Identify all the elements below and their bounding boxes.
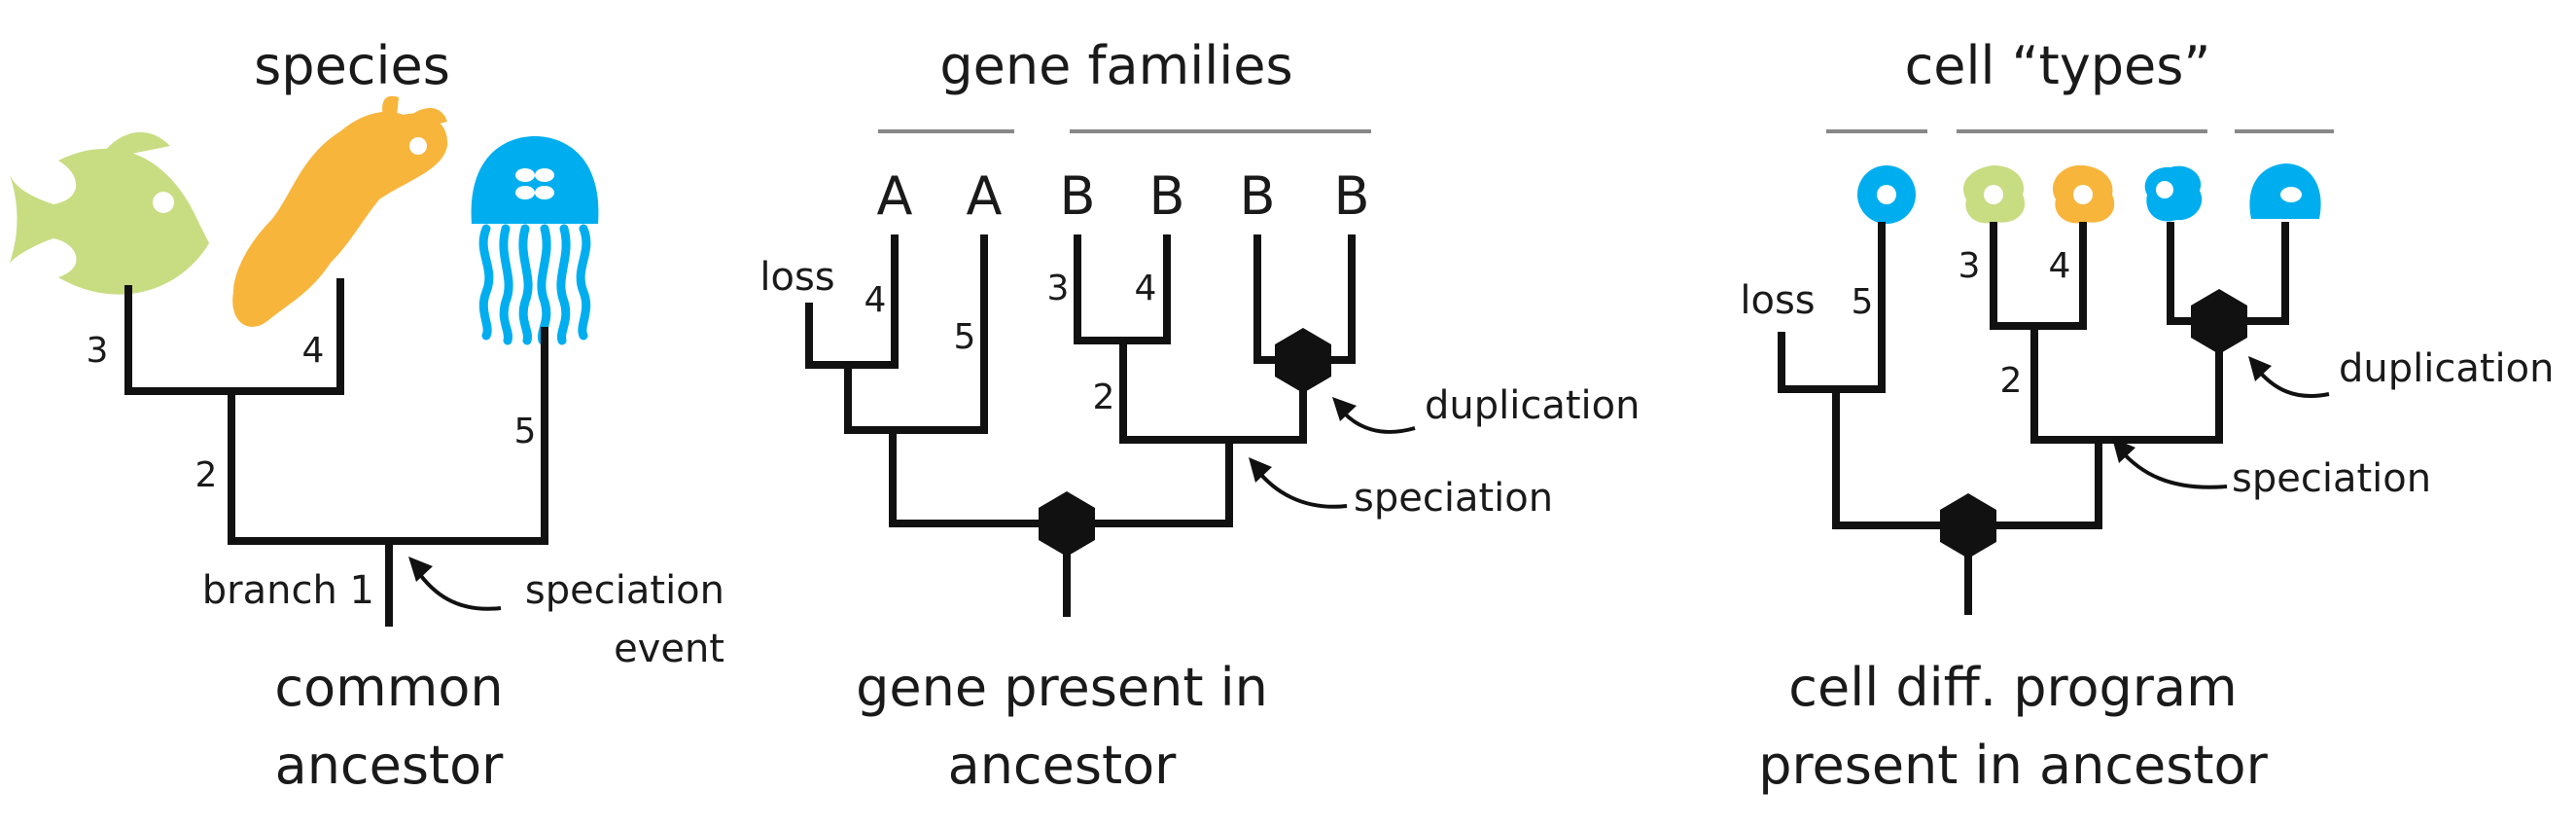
cell-icon — [2052, 164, 2115, 224]
arrow-head — [408, 557, 433, 582]
arrow-head — [2112, 438, 2135, 463]
speciation-label: event — [614, 627, 724, 671]
bottom-caption: present in ancestor — [1758, 735, 2268, 796]
fish-icon — [10, 131, 209, 295]
gene-tip: B — [1148, 165, 1184, 227]
cell-icon — [1857, 165, 1916, 224]
branch-label: 2 — [1093, 378, 1115, 417]
branch-label: 5 — [1852, 282, 1874, 322]
cell-icon — [2144, 165, 2203, 222]
bottom-caption: ancestor — [275, 735, 505, 796]
fish-eye — [153, 192, 174, 213]
jellyfish-bell — [471, 136, 599, 224]
bottom-caption: gene present in — [856, 657, 1268, 718]
gene-tip: A — [967, 165, 1003, 227]
branch-label: 5 — [954, 317, 976, 357]
arrow-head — [2248, 356, 2272, 381]
duplication-label: duplication — [1425, 383, 1640, 428]
branch-label: 3 — [1047, 269, 1070, 308]
jellyfish-icon — [471, 136, 599, 345]
speciation-arrow — [2118, 448, 2228, 489]
speciation-label: speciation — [1354, 476, 1553, 521]
panel-title: species — [254, 35, 450, 96]
duplication-node — [1275, 328, 1331, 393]
bottom-caption: ancestor — [948, 735, 1178, 796]
duplication-arrow — [2254, 366, 2330, 398]
crustacean-antenna — [382, 95, 447, 126]
speciation-label: speciation — [2232, 456, 2431, 501]
panel-title: cell “types” — [1905, 35, 2211, 96]
panel-species: species — [10, 35, 724, 796]
gene-tip: B — [1333, 165, 1369, 227]
speciation-arrow — [414, 567, 502, 611]
branch-label: 4 — [1135, 269, 1157, 308]
arrow-head — [1332, 397, 1357, 421]
branch-label: 4 — [2049, 246, 2071, 286]
branch-label: 2 — [195, 455, 218, 495]
species-tree — [124, 278, 548, 627]
gene-tip: B — [1059, 165, 1095, 227]
branch-label: 5 — [514, 412, 537, 451]
branch-label: 3 — [87, 331, 109, 371]
jellyfish-tentacles — [478, 224, 591, 345]
branch-label: 4 — [302, 331, 325, 371]
speciation-node — [1039, 491, 1095, 557]
panel-cell-types: cell “types” — [1740, 35, 2554, 796]
arrow-head — [1249, 457, 1272, 483]
bottom-caption: cell diff. program — [1788, 657, 2237, 718]
speciation-node — [1940, 493, 1996, 558]
gene-tip: B — [1239, 165, 1275, 227]
bottom-caption: common — [274, 657, 503, 718]
jellyfish-pattern — [515, 168, 554, 199]
gene-tree — [805, 234, 1356, 617]
crustacean-legs — [263, 206, 350, 282]
cell-icon — [2249, 163, 2321, 219]
branch-label: 3 — [1958, 246, 1981, 286]
loss-label: loss — [759, 255, 834, 300]
duplication-arrow — [1338, 407, 1416, 434]
duplication-node — [2191, 289, 2247, 354]
crustacean-eye — [409, 137, 427, 155]
branch-label: 2 — [2000, 361, 2023, 401]
fish-fin-top — [97, 131, 170, 161]
cell-icon — [1962, 165, 2026, 224]
duplication-label: duplication — [2339, 346, 2554, 391]
speciation-arrow — [1254, 467, 1348, 509]
crustacean-icon — [232, 95, 448, 327]
branch-label: branch 1 — [202, 568, 374, 613]
panel-gene-families: gene families A A B B B B loss 4 5 3 4 2… — [759, 35, 1640, 796]
branch-label: 4 — [865, 280, 887, 320]
speciation-label: speciation — [525, 568, 724, 613]
loss-label: loss — [1740, 278, 1815, 323]
fish-body — [10, 148, 209, 295]
gene-tip: A — [877, 165, 913, 227]
panel-title: gene families — [939, 35, 1292, 96]
